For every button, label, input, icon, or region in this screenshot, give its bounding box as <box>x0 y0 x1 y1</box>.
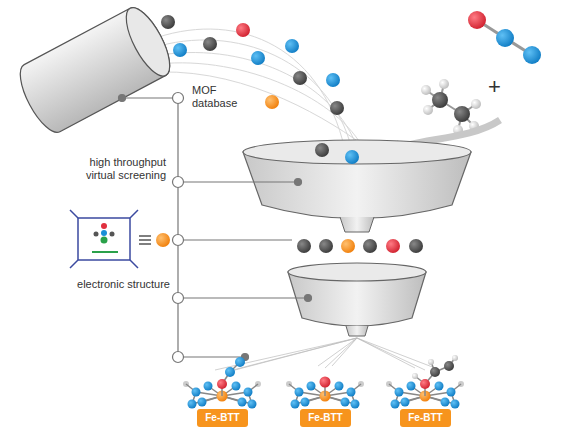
step-label: MOF database <box>192 84 252 110</box>
ball-row <box>297 239 423 253</box>
material-name: Fe-BTT <box>408 412 442 423</box>
orange-ball <box>156 233 170 247</box>
fan-lines <box>215 338 435 372</box>
falling-balls <box>161 15 359 164</box>
funnel-screening <box>243 140 471 232</box>
material-name: Fe-BTT <box>205 412 239 423</box>
fe-btt-structures <box>183 355 464 409</box>
mof-cluster-icon <box>70 210 138 268</box>
step-label: electronic structure <box>50 278 170 291</box>
equivalence-sign <box>139 236 151 244</box>
material-tag: Fe-BTT <box>197 409 248 427</box>
step-label: high throughput virtual screening <box>70 156 166 182</box>
plus-sign: + <box>488 74 501 99</box>
ethane-molecule <box>421 79 481 135</box>
bucket <box>12 2 178 139</box>
funnel-electronic <box>288 263 426 336</box>
material-name: Fe-BTT <box>308 412 342 423</box>
material-tag: Fe-BTT <box>300 409 351 427</box>
process-axis <box>119 93 312 363</box>
n2o-molecule <box>468 11 541 64</box>
material-tag: Fe-BTT <box>400 409 451 427</box>
